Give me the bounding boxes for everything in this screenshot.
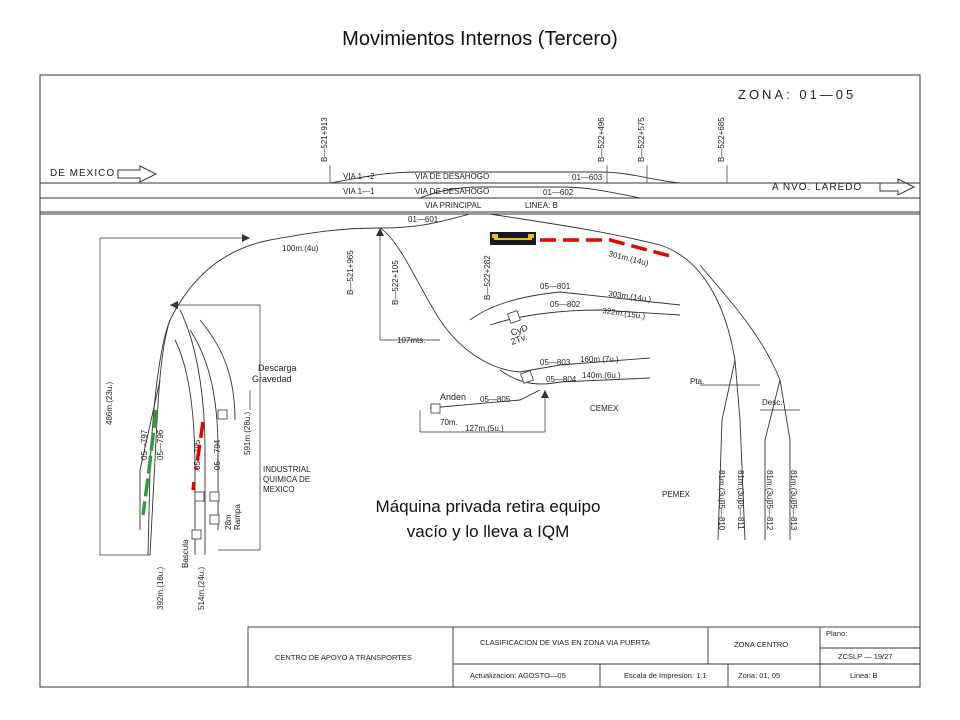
km-marker-522-496: B—522+496: [597, 117, 606, 162]
tb-linea: Linea: B: [850, 671, 878, 680]
km-marker-522-282: B—522+282: [483, 255, 492, 300]
green-track-highlight: [141, 409, 158, 516]
tb-escala: Escala de Impresion: 1:1: [624, 671, 707, 680]
via-1-2-label: VIA 1—2: [343, 172, 375, 181]
length-81m-812: 81m.(3u): [765, 470, 774, 502]
tb-actualizacion: Actualizacion: AGOSTO—05: [470, 671, 566, 680]
linea-b-label: LINEA: B: [525, 201, 558, 210]
tb-centro: CENTRO DE APOYO A TRANSPORTES: [275, 653, 412, 662]
length-160m: 160m.(7u.): [580, 355, 619, 364]
length-70m: 70m.: [440, 418, 458, 427]
km-marker-522-685: B—522+685: [717, 117, 726, 162]
tb-clasificacion: CLASIFICACION DE VIAS EN ZONA VIA PUERTA: [480, 638, 650, 647]
track-05-810: 05—810: [717, 500, 726, 531]
length-514m: 514m.(24u.): [197, 567, 206, 610]
page-title: Movimientos Internos (Tercero): [342, 28, 618, 50]
desc-label: Desc.: [762, 398, 782, 407]
km-marker-522-105: B—522+105: [391, 260, 400, 305]
track-05-802: 05—802: [550, 300, 581, 309]
caption-line-2: vacío y lo lleva a IQM: [406, 522, 570, 541]
caption-line-1: Máquina privada retira equipo: [375, 497, 601, 516]
length-81m-810: 81m.(3u): [717, 470, 726, 502]
track-05-794: 05—794: [213, 439, 222, 470]
bascula-label: Bascula: [181, 539, 190, 568]
length-140m: 140m.(6u.): [582, 371, 621, 380]
via-1-1-label: VIA 1—1: [343, 187, 375, 196]
length-486m: 486m.(23u.): [105, 382, 114, 425]
rampa-length-label: 28m: [224, 514, 233, 530]
tb-plano-label: Plano:: [826, 629, 847, 638]
track-05-812: 05—812: [765, 500, 774, 531]
km-marker-521-913: B—521+913: [320, 117, 329, 162]
de-mexico-arrow-icon: [117, 165, 158, 183]
dimension-lines: [99, 228, 800, 556]
locomotive-icon: [490, 232, 536, 245]
iqm-label-1: INDUSTRIAL: [263, 465, 311, 474]
track-01-601: 01—601: [408, 215, 439, 224]
track-05-796: 05—796: [156, 429, 165, 460]
length-322m: 322m.(15u.): [602, 306, 646, 321]
via-desahogo-2-label: VIA DE DESAHOGO: [415, 187, 489, 196]
main-lines: [40, 171, 920, 215]
iqm-label-3: MEXICO: [263, 485, 295, 494]
caption: Máquina privada retira equipo vacío y lo…: [318, 494, 658, 544]
length-591m: 591m.(28u.): [243, 412, 252, 455]
nvo-laredo-label: A NVO. LAREDO: [772, 182, 862, 193]
track-01-602: 01—602: [543, 188, 574, 197]
iqm-label-2: QUIMICA DE: [263, 475, 310, 484]
via-desahogo-1-label: VIA DE DESAHOGO: [415, 172, 489, 181]
length-303m: 303m.(14u.): [608, 289, 652, 304]
km-marker-522-575: B—522+575: [637, 117, 646, 162]
zone-label: ZONA: 01—05: [738, 87, 856, 102]
length-81m-811: 81m.(3u): [736, 470, 745, 502]
track-05-811: 05—811: [736, 500, 745, 530]
km-marker-521-965: B—521+965: [346, 250, 355, 295]
nvo-laredo-arrow-icon: [879, 178, 916, 196]
track-05-797: 05—797: [140, 429, 149, 460]
dimension-arrows: [170, 228, 549, 398]
yard-tracks: [139, 213, 791, 556]
descarga-label: Descarga: [258, 363, 297, 373]
tb-zona-centro: ZONA CENTRO: [734, 640, 788, 649]
pta-label: Pta.: [690, 377, 704, 386]
track-05-813: 05—813: [789, 500, 798, 531]
length-81m-813: 81m.(3u): [789, 470, 798, 502]
rampa-label: Rampa: [233, 504, 242, 530]
length-127m: 127m.(5u.): [465, 424, 504, 433]
track-01-603: 01—603: [572, 173, 603, 182]
anden-label: Anden: [440, 392, 466, 402]
length-301m: 301m.(14u): [608, 249, 650, 268]
track-05-803: 05—803: [540, 358, 571, 367]
switch-boxes: [191, 310, 534, 540]
de-mexico-label: DE MEXICO: [50, 168, 115, 179]
track-05-804: 05—804: [546, 375, 577, 384]
pemex-label: PEMEX: [662, 490, 691, 499]
red-move-path: [191, 238, 671, 491]
track-05-805: 05—805: [480, 395, 511, 404]
length-392m: 392m.(18u.): [156, 567, 165, 610]
length-100m: 100m.(4u): [282, 244, 319, 253]
drawing-frame: [39, 74, 921, 688]
title-block: [247, 626, 921, 688]
tb-plano-value: ZCSLP — 19/27: [838, 652, 892, 661]
tb-zona: Zona: 01, 05: [738, 671, 780, 680]
cemex-label: CEMEX: [590, 404, 619, 413]
track-05-801: 05—801: [540, 282, 571, 291]
length-107m: 107mts.: [397, 336, 425, 345]
gravedad-label: Gravedad: [252, 374, 292, 384]
via-principal-label: VIA PRINCIPAL: [425, 201, 482, 210]
